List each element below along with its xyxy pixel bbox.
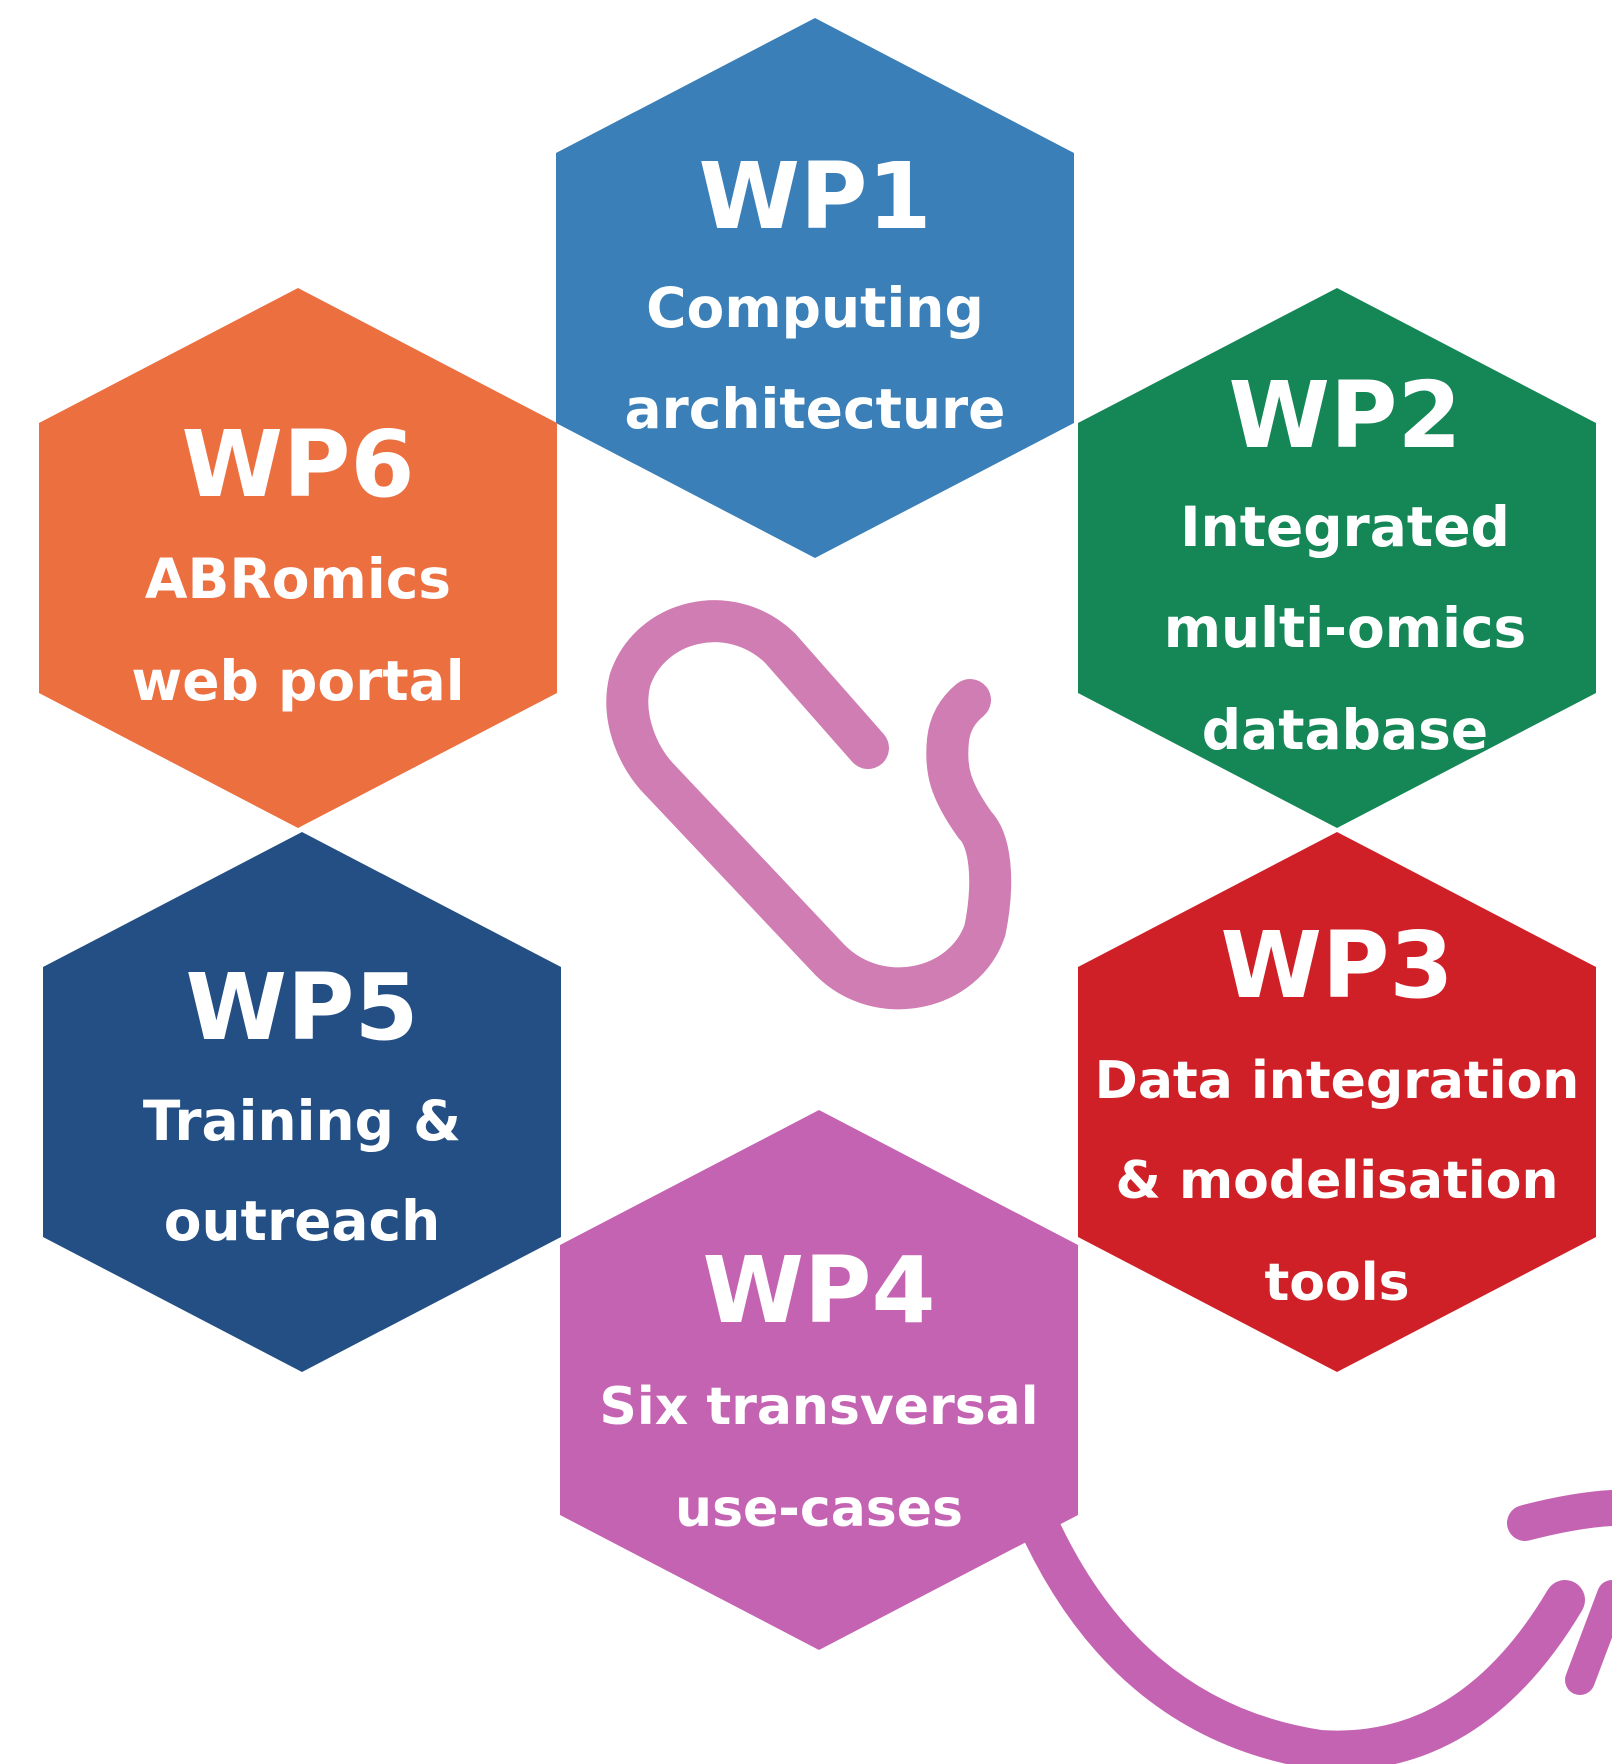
swoosh-tip-decoration bbox=[1565, 1580, 1612, 1695]
wp3-id: WP3 bbox=[1221, 912, 1454, 1019]
swoosh-decoration bbox=[1010, 1485, 1585, 1764]
wp1-line-2: architecture bbox=[625, 377, 1006, 441]
wp5-hexagon: WP5 Training & outreach bbox=[43, 832, 561, 1372]
wp3-hexagon: WP3 Data integration & modelisation tool… bbox=[1078, 832, 1596, 1372]
wp4-line-1: Six transversal bbox=[599, 1377, 1038, 1437]
wp6-line-1: ABRomics bbox=[145, 547, 451, 611]
wp5-line-2: outreach bbox=[164, 1189, 441, 1253]
wp1-id: WP1 bbox=[699, 143, 932, 250]
wp2-line-2: multi-omics bbox=[1164, 596, 1527, 660]
wp6-line-2: web portal bbox=[131, 649, 464, 713]
wp3-line-1: Data integration bbox=[1095, 1051, 1580, 1111]
wp2-id: WP2 bbox=[1229, 362, 1462, 469]
wp4-line-2: use-cases bbox=[675, 1479, 963, 1539]
wp3-line-2: & modelisation bbox=[1116, 1151, 1559, 1211]
wp6-hexagon: WP6 ABRomics web portal bbox=[39, 288, 557, 828]
wp6-id: WP6 bbox=[182, 411, 415, 518]
wp1-line-1: Computing bbox=[646, 276, 984, 340]
wp5-id: WP5 bbox=[186, 954, 419, 1061]
swoosh-tail-decoration bbox=[1507, 1490, 1612, 1541]
wp2-hexagon: WP2 Integrated multi-omics database bbox=[1078, 288, 1596, 828]
wp3-line-3: tools bbox=[1264, 1253, 1409, 1313]
wp2-line-1: Integrated bbox=[1180, 495, 1510, 559]
wp2-line-3: database bbox=[1202, 698, 1488, 762]
wp5-line-1: Training & bbox=[143, 1089, 461, 1153]
wp4-hexagon: WP4 Six transversal use-cases bbox=[560, 1110, 1078, 1650]
wp1-hexagon: WP1 Computing architecture bbox=[556, 18, 1074, 558]
wp4-id: WP4 bbox=[703, 1237, 936, 1344]
paperclip-bacterium-icon bbox=[606, 600, 1012, 1010]
